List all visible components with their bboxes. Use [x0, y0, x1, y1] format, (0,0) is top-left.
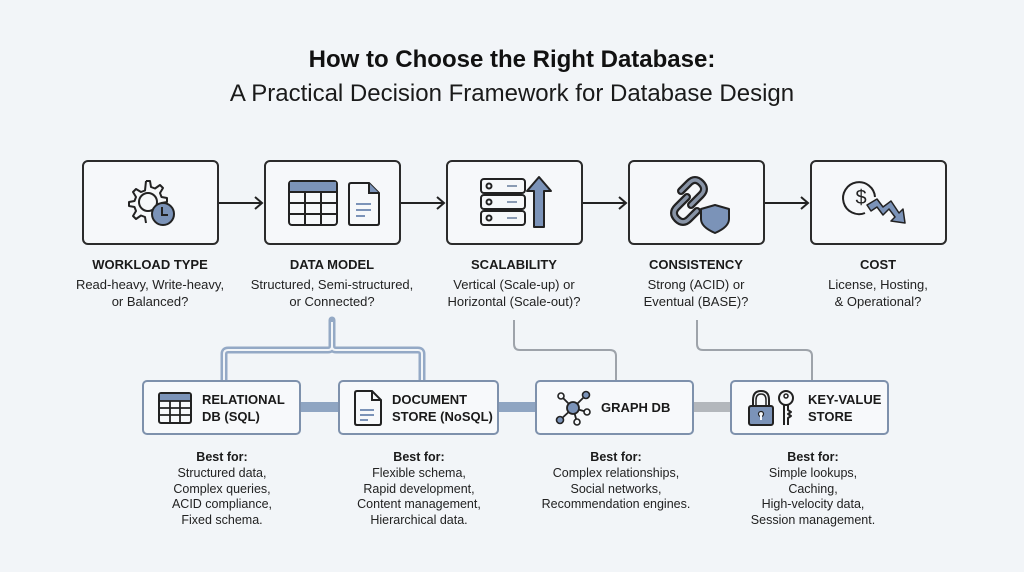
- best-for-item: Session management.: [750, 512, 876, 527]
- step-desc-cost: License, Hosting, & Operational?: [778, 276, 978, 310]
- label-line: DB (SQL): [202, 408, 260, 424]
- dollar-down-icon: $: [841, 180, 906, 224]
- graph-nodes-icon: [555, 390, 591, 426]
- arrow-right-icon: [401, 196, 446, 210]
- db-key-value-box: KEY-VALUE STORE: [730, 380, 889, 435]
- best-for-item: Caching,: [788, 481, 838, 496]
- step-label-cost: COST: [859, 257, 897, 272]
- arrow-right-icon: [765, 196, 810, 210]
- best-for-list-relational: Structured data, Complex queries, ACID c…: [122, 466, 322, 528]
- best-for-list-graph: Complex relationships, Social networks, …: [516, 466, 716, 513]
- step-desc-scalability: Vertical (Scale-up) or Horizontal (Scale…: [414, 276, 614, 310]
- db-relational-box: RELATIONAL DB (SQL): [142, 380, 301, 435]
- best-for-list-document: Flexible schema, Rapid development, Cont…: [319, 466, 519, 528]
- lock-key-icon: [748, 389, 794, 426]
- chain-shield-icon: [669, 175, 730, 234]
- document-icon: [354, 389, 382, 426]
- table-document-icon: [287, 179, 380, 226]
- desc-line: & Operational?: [834, 294, 922, 309]
- step-cost-box: $: [810, 160, 947, 245]
- best-for-item: ACID compliance,: [171, 497, 273, 511]
- desc-line: License, Hosting,: [828, 277, 928, 292]
- step-scalability-box: [446, 160, 583, 245]
- arrow-right-icon: [219, 196, 264, 210]
- db-graph-box: GRAPH DB: [535, 380, 694, 435]
- step-label-consistency: CONSISTENCY: [649, 257, 743, 272]
- best-for-title-document: Best for:: [393, 450, 445, 464]
- desc-line: Horizontal (Scale-out)?: [447, 294, 581, 309]
- best-for-title-relational: Best for:: [196, 450, 248, 464]
- best-for-item: Flexible schema,: [372, 466, 466, 480]
- db-relational-label: RELATIONAL DB (SQL): [202, 391, 285, 425]
- db-document-box: DOCUMENT STORE (NoSQL): [338, 380, 499, 435]
- arrow-right-icon: [583, 196, 628, 210]
- best-for-title-graph: Best for:: [590, 450, 642, 464]
- desc-line: Strong (ACID) or: [647, 277, 745, 292]
- label-line: KEY-VALUE: [808, 391, 882, 407]
- page-title: How to Choose the Right Database:: [308, 46, 716, 73]
- step-consistency-box: [628, 160, 765, 245]
- best-for-item: High-velocity data,: [761, 497, 865, 511]
- db-document-label: DOCUMENT STORE (NoSQL): [392, 391, 493, 425]
- step-label-data-model: DATA MODEL: [289, 257, 375, 272]
- desc-line: or Balanced?: [111, 294, 189, 309]
- step-desc-workload-type: Read-heavy, Write-heavy, or Balanced?: [50, 276, 250, 310]
- desc-line: Vertical (Scale-up) or: [453, 277, 575, 292]
- best-for-title-key-value: Best for:: [787, 450, 839, 464]
- step-desc-consistency: Strong (ACID) or Eventual (BASE)?: [596, 276, 796, 310]
- db-graph-label: GRAPH DB: [601, 399, 670, 416]
- desc-line: Structured, Semi-structured,: [250, 277, 414, 292]
- best-for-item: Complex relationships,: [552, 466, 680, 480]
- best-for-item: Simple lookups,: [768, 466, 858, 480]
- table-icon: [158, 391, 192, 424]
- db-key-value-label: KEY-VALUE STORE: [808, 391, 881, 425]
- best-for-item: Structured data,: [177, 466, 267, 480]
- step-label-workload-type: WORKLOAD TYPE: [92, 257, 208, 272]
- page-subtitle: A Practical Decision Framework for Datab…: [229, 80, 795, 107]
- svg-text:$: $: [855, 187, 866, 209]
- best-for-item: Content management,: [357, 497, 481, 511]
- best-for-item: Rapid development,: [363, 481, 475, 496]
- desc-line: Read-heavy, Write-heavy,: [75, 277, 225, 292]
- label-line: STORE (NoSQL): [392, 408, 493, 424]
- best-for-list-key-value: Simple lookups, Caching, High-velocity d…: [713, 466, 913, 528]
- best-for-item: Hierarchical data.: [370, 512, 468, 527]
- label-line: DOCUMENT: [392, 391, 468, 407]
- label-line: RELATIONAL: [202, 391, 285, 407]
- label-line: STORE: [808, 408, 853, 424]
- best-for-item: Recommendation engines.: [541, 497, 691, 511]
- gear-clock-icon: [127, 179, 175, 226]
- step-workload-type-box: [82, 160, 219, 245]
- best-for-item: Social networks,: [570, 481, 662, 496]
- best-for-item: Fixed schema.: [181, 512, 263, 527]
- desc-line: or Connected?: [289, 294, 375, 309]
- best-for-item: Complex queries,: [173, 481, 271, 496]
- step-desc-data-model: Structured, Semi-structured, or Connecte…: [232, 276, 432, 310]
- desc-line: Eventual (BASE)?: [643, 294, 749, 309]
- step-label-scalability: SCALABILITY: [471, 257, 557, 272]
- server-arrow-up-icon: [479, 175, 552, 228]
- label-line: GRAPH DB: [601, 400, 671, 415]
- step-data-model-box: [264, 160, 401, 245]
